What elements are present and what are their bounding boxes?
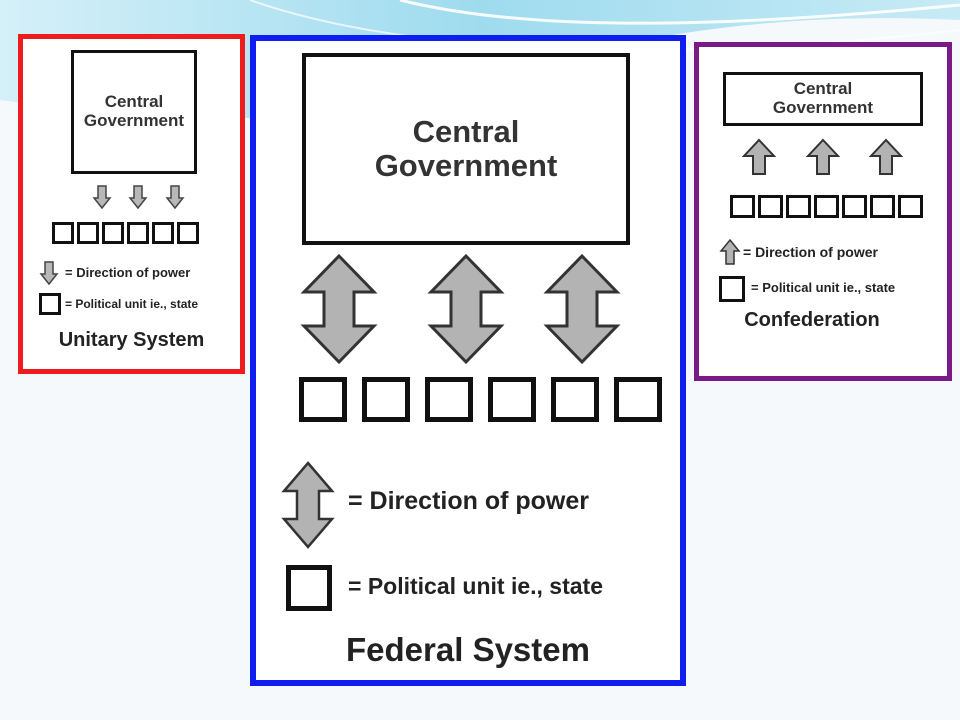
federal-two-way-arrow-icon xyxy=(427,253,505,365)
federal-system-panel: Central Government = Direction of power … xyxy=(250,35,686,686)
federal-legend-direction: = Direction of power xyxy=(348,487,590,515)
political-unit-square xyxy=(730,195,755,218)
federal-two-way-arrow-icon xyxy=(300,253,378,365)
political-unit-square xyxy=(551,377,599,422)
political-unit-square xyxy=(842,195,867,218)
political-unit-square xyxy=(362,377,410,422)
legend-down-arrow-icon xyxy=(39,261,59,286)
political-unit-square xyxy=(127,222,149,244)
political-unit-square xyxy=(52,222,74,244)
unitary-down-arrow-icon xyxy=(92,185,112,210)
confederation-panel: Central Government = Direction of power … xyxy=(694,42,952,381)
confederation-up-arrow-icon xyxy=(741,138,777,175)
unitary-down-arrow-icon xyxy=(128,185,148,210)
political-unit-square xyxy=(425,377,473,422)
federal-legend-unit: = Political unit ie., state xyxy=(348,573,603,599)
unitary-title: Unitary System xyxy=(58,329,205,351)
political-unit-square xyxy=(77,222,99,244)
political-unit-square xyxy=(102,222,124,244)
legend-unit-square xyxy=(39,293,61,315)
confederation-up-arrow-icon xyxy=(868,138,904,175)
federal-two-way-arrow-icon xyxy=(543,253,621,365)
unitary-down-arrow-icon xyxy=(165,185,185,210)
confederation-legend-unit: = Political unit ie., state xyxy=(751,280,896,295)
federal-political-units xyxy=(299,377,662,422)
confederation-up-arrow-icon xyxy=(805,138,841,175)
unitary-legend-unit: = Political unit ie., state xyxy=(65,297,199,311)
political-unit-square xyxy=(870,195,895,218)
legend-two-way-arrow-icon xyxy=(281,461,335,549)
confederation-title: Confederation xyxy=(744,309,880,331)
political-unit-square xyxy=(814,195,839,218)
unitary-political-units xyxy=(52,222,199,244)
unitary-central-government-box: Central Government xyxy=(71,50,197,174)
unitary-central-government-label: Central Government xyxy=(83,92,185,130)
confederation-central-government-label: Central Government xyxy=(772,79,874,117)
federal-central-government-label: Central Government xyxy=(374,113,558,183)
federal-title: Federal System xyxy=(346,631,590,668)
legend-up-arrow-icon xyxy=(719,238,741,265)
legend-unit-square xyxy=(286,565,332,611)
political-unit-square xyxy=(177,222,199,244)
political-unit-square xyxy=(758,195,783,218)
confederation-political-units xyxy=(730,195,923,218)
political-unit-square xyxy=(152,222,174,244)
federal-central-government-box: Central Government xyxy=(302,53,630,245)
political-unit-square xyxy=(299,377,347,422)
legend-unit-square xyxy=(719,276,745,302)
unitary-legend-direction: = Direction of power xyxy=(65,265,191,280)
confederation-legend-direction: = Direction of power xyxy=(743,244,878,260)
political-unit-square xyxy=(898,195,923,218)
political-unit-square xyxy=(488,377,536,422)
political-unit-square xyxy=(614,377,662,422)
unitary-system-panel: Central Government = Direction of power … xyxy=(18,34,245,374)
confederation-central-government-box: Central Government xyxy=(723,72,923,126)
political-unit-square xyxy=(786,195,811,218)
